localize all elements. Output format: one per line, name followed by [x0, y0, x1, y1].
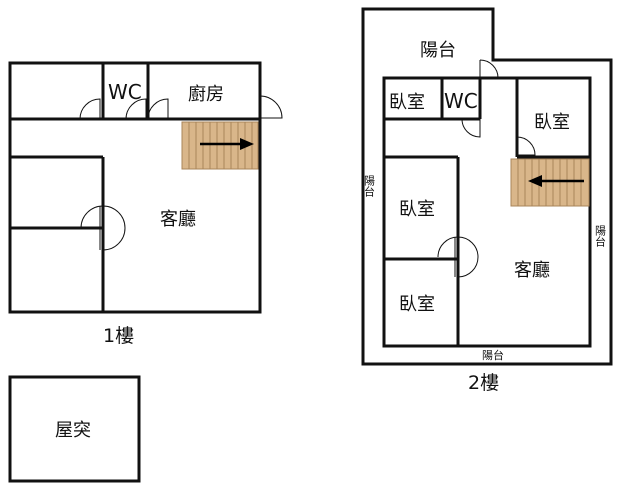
- floor-2-stairs: [510, 158, 590, 207]
- room-label-balcony-right: 陽台: [594, 225, 607, 247]
- floor-2-plan: 陽台 臥室 WC 臥室 臥室 臥室 客廳 陽台 陽台 陽台 2樓: [361, 7, 613, 394]
- door-icon: [437, 236, 479, 278]
- door-icon: [516, 136, 536, 156]
- door-icon: [479, 59, 499, 79]
- door-icon: [461, 118, 481, 138]
- door-icon: [80, 205, 126, 251]
- room-label-bedroom-c: 臥室: [399, 199, 435, 220]
- floor-1-caption: 1樓: [103, 325, 134, 347]
- floor-1-plan: WC 廚房 客廳 1樓: [8, 61, 283, 347]
- room-label-roof: 屋突: [55, 420, 91, 441]
- room-label-living: 客廳: [160, 209, 196, 230]
- floor-1-stairs: [181, 121, 259, 170]
- floor-2-inner-wall: [382, 76, 592, 348]
- roof-outer-wall: [8, 375, 141, 483]
- door-icon: [259, 95, 283, 119]
- arrow-head-icon: [528, 175, 542, 187]
- room-label-bedroom-b: 臥室: [534, 112, 570, 133]
- door-icon: [147, 98, 169, 120]
- arrow-head-icon: [240, 138, 254, 150]
- room-label-bedroom-a: 臥室: [389, 92, 425, 113]
- room-label-bedroom-d: 臥室: [399, 294, 435, 315]
- room-label-wc: WC: [444, 89, 478, 113]
- floor-2-outer-wall: [361, 7, 613, 366]
- room-label-balcony-top: 陽台: [420, 40, 456, 61]
- room-label-kitchen: 廚房: [188, 83, 224, 105]
- roof-plan: 屋突: [8, 375, 141, 483]
- room-label-wc: WC: [108, 80, 142, 104]
- door-icon: [125, 98, 147, 120]
- floor-1-outer-wall: [8, 61, 262, 314]
- room-label-balcony-left: 陽台: [363, 175, 376, 197]
- floor-2-caption: 2樓: [468, 372, 499, 394]
- door-icon: [79, 98, 101, 120]
- room-label-living: 客廳: [514, 260, 550, 281]
- room-label-balcony-bottom: 陽台: [482, 348, 504, 362]
